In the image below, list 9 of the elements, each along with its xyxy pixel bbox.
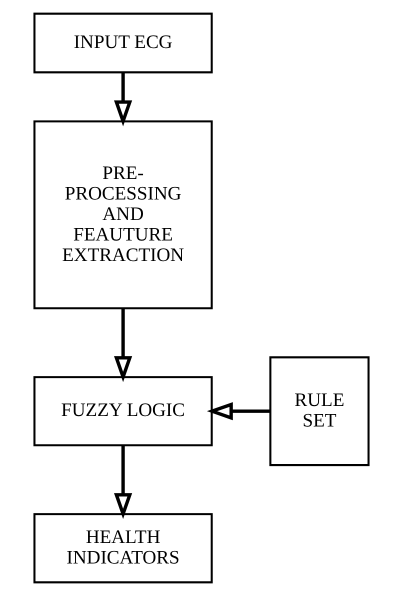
arrow: [206, 402, 270, 420]
node-box: PRE- PROCESSING AND FEAUTURE EXTRACTION: [33, 120, 213, 310]
arrow: [114, 445, 132, 520]
node-box: FUZZY LOGIC: [33, 376, 213, 446]
arrow: [114, 308, 132, 382]
node-box: RULE SET: [269, 356, 370, 466]
node-box: INPUT ECG: [33, 12, 213, 74]
node-box: HEALTH INDICATORS: [33, 513, 213, 584]
arrow: [114, 72, 132, 126]
